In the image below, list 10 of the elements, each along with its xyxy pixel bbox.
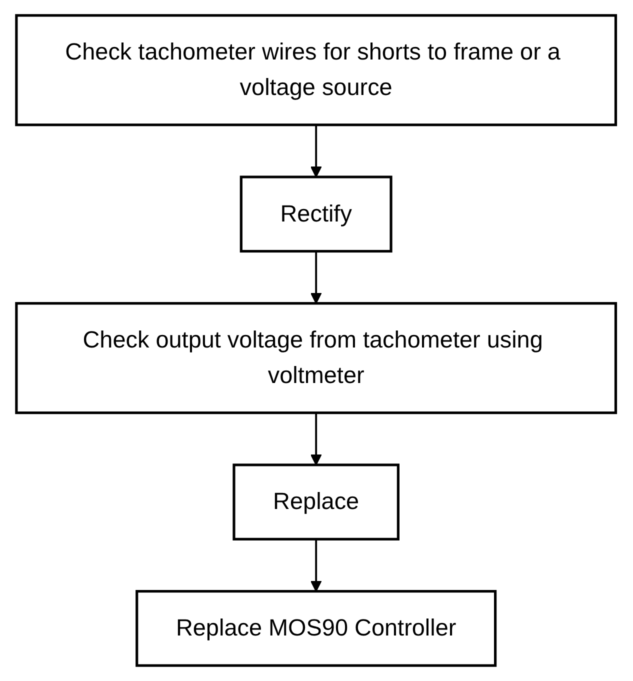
flowchart: Check tachometer wires for shorts to frame or a voltage source Rectify Check output voltage from tachometer using voltmeter Replace Replace MOS90 Controller [6,5,627,676]
arrow [310,251,322,304]
node-box [233,464,400,540]
arrow [310,539,322,592]
arrow [310,412,322,466]
node-box [136,590,497,667]
arrow [310,124,322,178]
node-box [16,14,618,126]
node-box [240,176,393,253]
node-box [16,302,618,414]
